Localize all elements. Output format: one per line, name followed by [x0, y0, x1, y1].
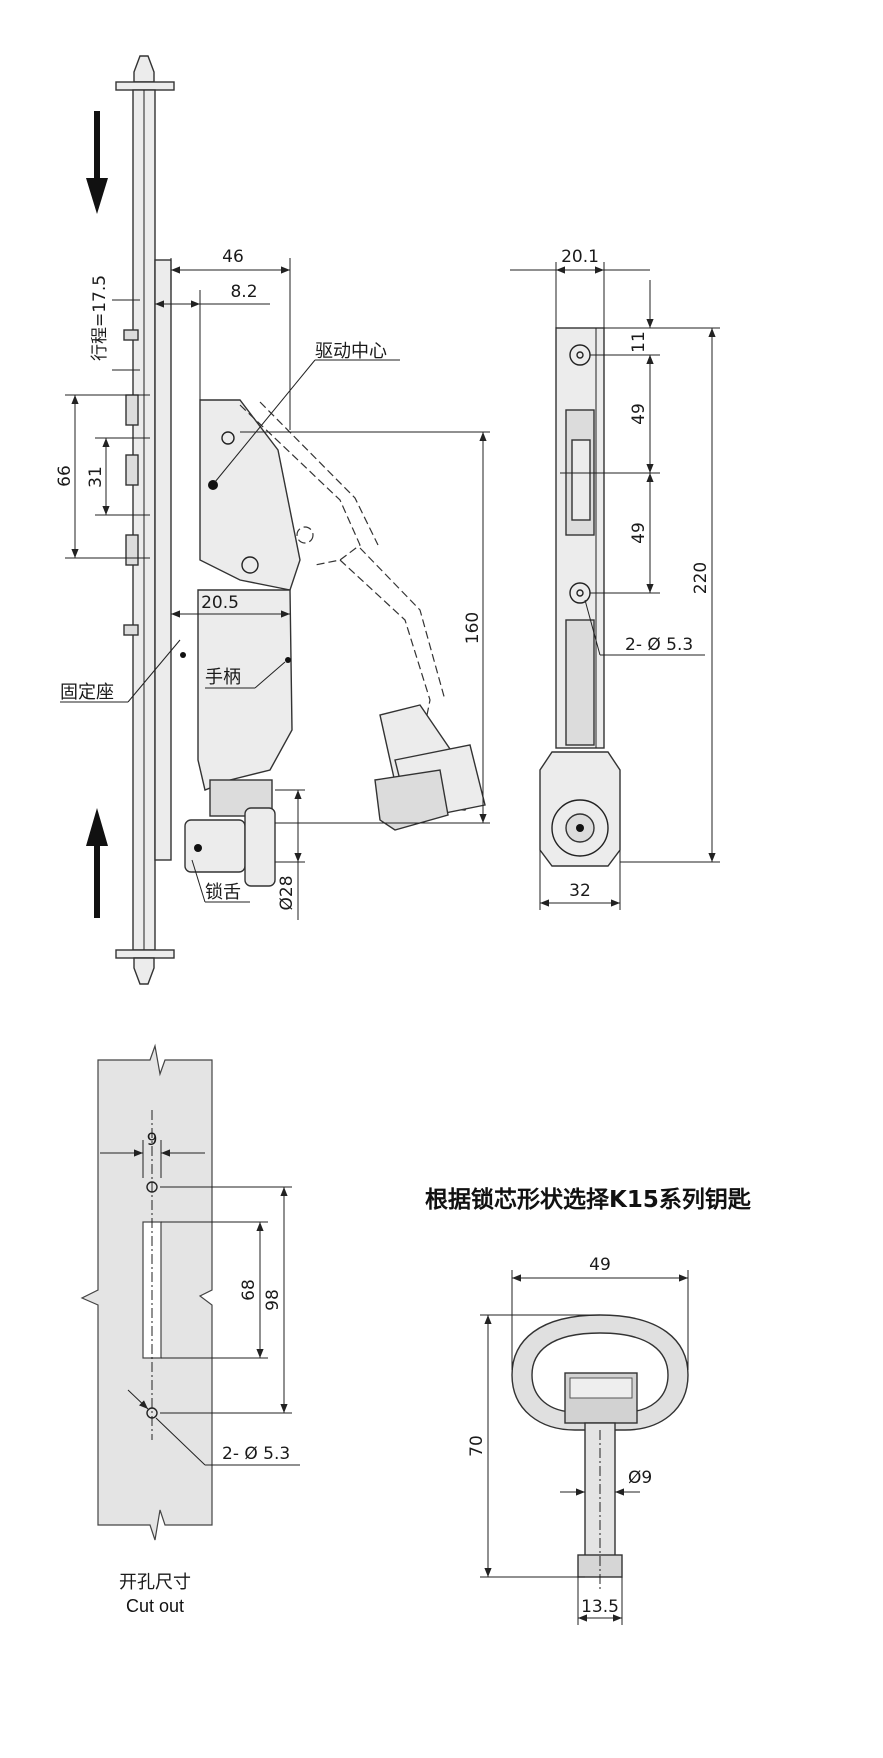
dim-66: 66	[55, 465, 75, 487]
front-holes-label: 2- Ø 5.3	[625, 635, 693, 655]
drive-center-label: 驱动中心	[315, 341, 387, 362]
handle-open-position	[239, 401, 446, 726]
front-view: 20.1 11 49 49 220 2- Ø 5.3 32	[510, 247, 720, 910]
rod-top-tip	[133, 55, 155, 83]
dim-11: 11	[629, 331, 649, 353]
cutout-dim-9: 9	[147, 1130, 158, 1150]
pivot-hole	[221, 431, 235, 445]
lock-cylinder	[244, 807, 276, 887]
cutout-title-en: Cut out	[126, 1596, 184, 1616]
dim-49-lower: 49	[629, 522, 649, 544]
front-lock-cylinder	[551, 799, 609, 857]
side-view: 46 8.2 行程=17.5 驱动中心 66 31 20.5 160 固定座	[55, 55, 490, 985]
front-handle-slot	[565, 619, 595, 746]
key-heading: 根据锁芯形状选择K15系列钥匙	[425, 1186, 752, 1213]
handle-body	[197, 589, 293, 791]
drive-hole	[241, 556, 259, 574]
dim-160: 160	[463, 612, 483, 644]
dim-46: 46	[222, 247, 244, 267]
dim-31: 31	[86, 466, 106, 488]
key-dim-49: 49	[589, 1255, 611, 1275]
rod-top-clip	[115, 81, 175, 91]
cutout-dim-68: 68	[239, 1279, 259, 1301]
dim-dia28: Ø28	[277, 875, 297, 910]
arrow-up-icon	[86, 808, 108, 918]
dim-220: 220	[691, 562, 711, 594]
lock-tongue-label: 锁舌	[205, 882, 241, 903]
fixed-seat-label: 固定座	[60, 682, 114, 703]
cutout-dim-98: 98	[263, 1289, 283, 1311]
handle-open-head	[374, 704, 486, 831]
mounting-plate	[154, 259, 172, 861]
cutout-title-cn: 开孔尺寸	[119, 1572, 191, 1593]
lock-tongue-body	[184, 819, 246, 873]
key-dim-70: 70	[467, 1435, 487, 1457]
key-dim-dia9: Ø9	[628, 1468, 652, 1488]
arrow-down-icon	[86, 111, 108, 214]
drive-center-point	[208, 480, 218, 490]
key-dim-13-5: 13.5	[581, 1597, 619, 1617]
key-view: 根据锁芯形状选择K15系列钥匙 49 70 Ø9 13.5	[425, 1186, 752, 1625]
cutout-holes-label: 2- Ø 5.3	[222, 1444, 290, 1464]
dim-20-5: 20.5	[201, 593, 239, 613]
dim-49-upper: 49	[629, 403, 649, 425]
front-cylinder-housing	[539, 751, 621, 867]
cutout-view: 9 68 98 2- Ø 5.3 开孔尺寸 Cut out	[80, 1043, 300, 1616]
stroke-label: 行程=17.5	[90, 275, 110, 361]
dim-32: 32	[569, 881, 591, 901]
rod-bottom-clip	[115, 949, 175, 959]
rod-bottom-tip	[133, 957, 155, 985]
lock-housing	[199, 399, 301, 591]
dim-8-2: 8.2	[230, 282, 257, 302]
handle-label: 手柄	[205, 667, 241, 688]
dim-20-1: 20.1	[561, 247, 599, 267]
